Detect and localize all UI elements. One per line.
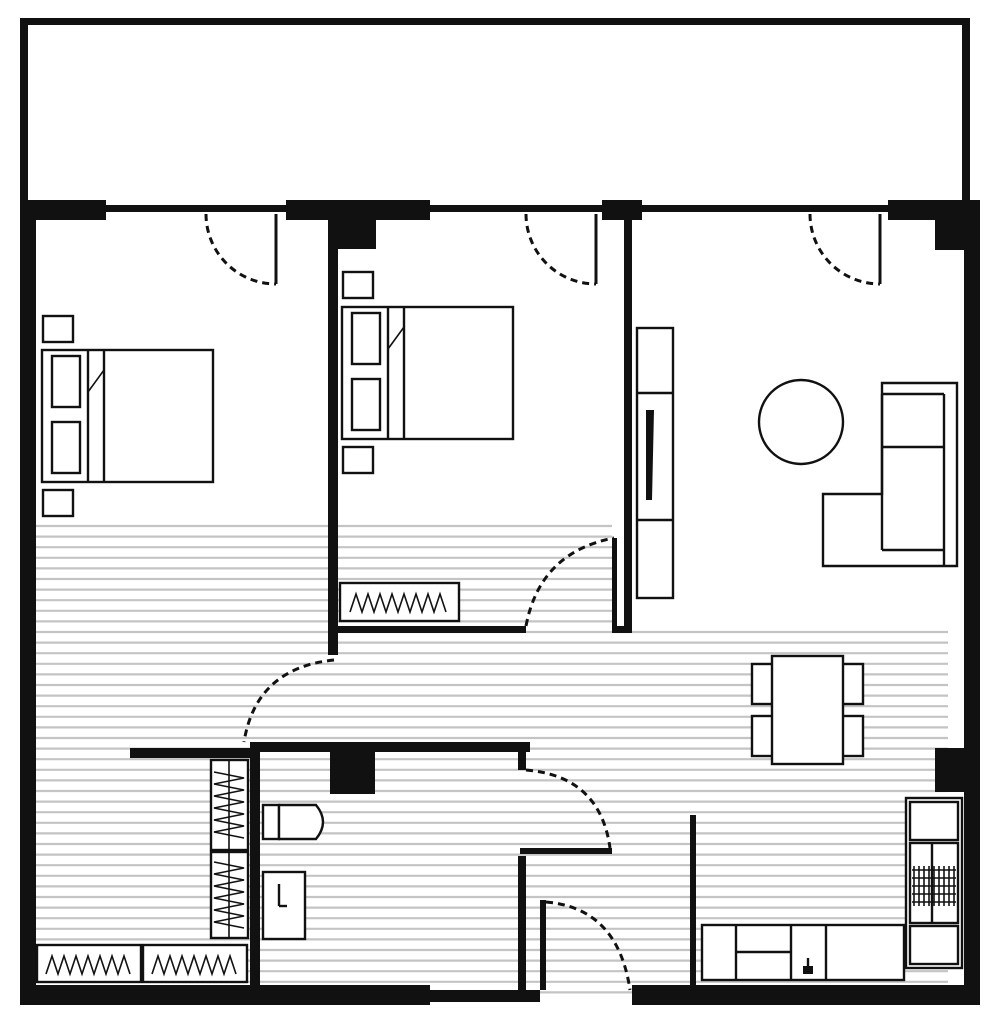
stove-icon	[904, 796, 964, 970]
chair-icon	[750, 662, 776, 706]
tv-unit-icon	[635, 326, 675, 600]
nightstand-icon	[41, 488, 75, 518]
entrance-door	[545, 900, 632, 991]
chair-icon	[750, 714, 776, 758]
bedroom-1-interior-door	[242, 658, 335, 743]
wardrobe-icon	[209, 758, 250, 852]
kitchen	[700, 796, 964, 982]
bedroom-1-door	[204, 213, 278, 286]
nightstand-icon	[341, 445, 375, 475]
living-room-door	[808, 213, 882, 286]
sofa-icon	[821, 381, 959, 568]
balcony	[20, 18, 970, 218]
bedroom-2-interior-door	[524, 536, 615, 627]
sink-icon	[261, 870, 307, 941]
toilet-icon	[261, 803, 325, 841]
walk-in-closet	[35, 758, 250, 984]
dining-table-icon	[750, 654, 865, 766]
nightstand-icon	[341, 270, 375, 300]
wardrobe-icon	[338, 581, 461, 623]
bedroom-2	[338, 270, 515, 623]
round-table-icon	[757, 378, 845, 466]
bathroom-door	[525, 768, 612, 849]
interior-walls	[130, 215, 696, 990]
wardrobe-icon	[209, 850, 250, 940]
chair-icon	[839, 662, 865, 706]
chair-icon	[839, 714, 865, 758]
bedroom-2-door	[524, 213, 598, 286]
nightstand-icon	[41, 314, 75, 344]
bathroom	[261, 803, 325, 941]
wardrobe-icon	[141, 943, 249, 984]
double-bed-icon	[340, 305, 515, 441]
kitchen-counter-icon	[700, 923, 906, 982]
bedroom-1	[40, 314, 215, 518]
wardrobe-icon	[35, 943, 143, 984]
double-bed-icon	[40, 348, 215, 484]
living-room	[635, 326, 959, 766]
